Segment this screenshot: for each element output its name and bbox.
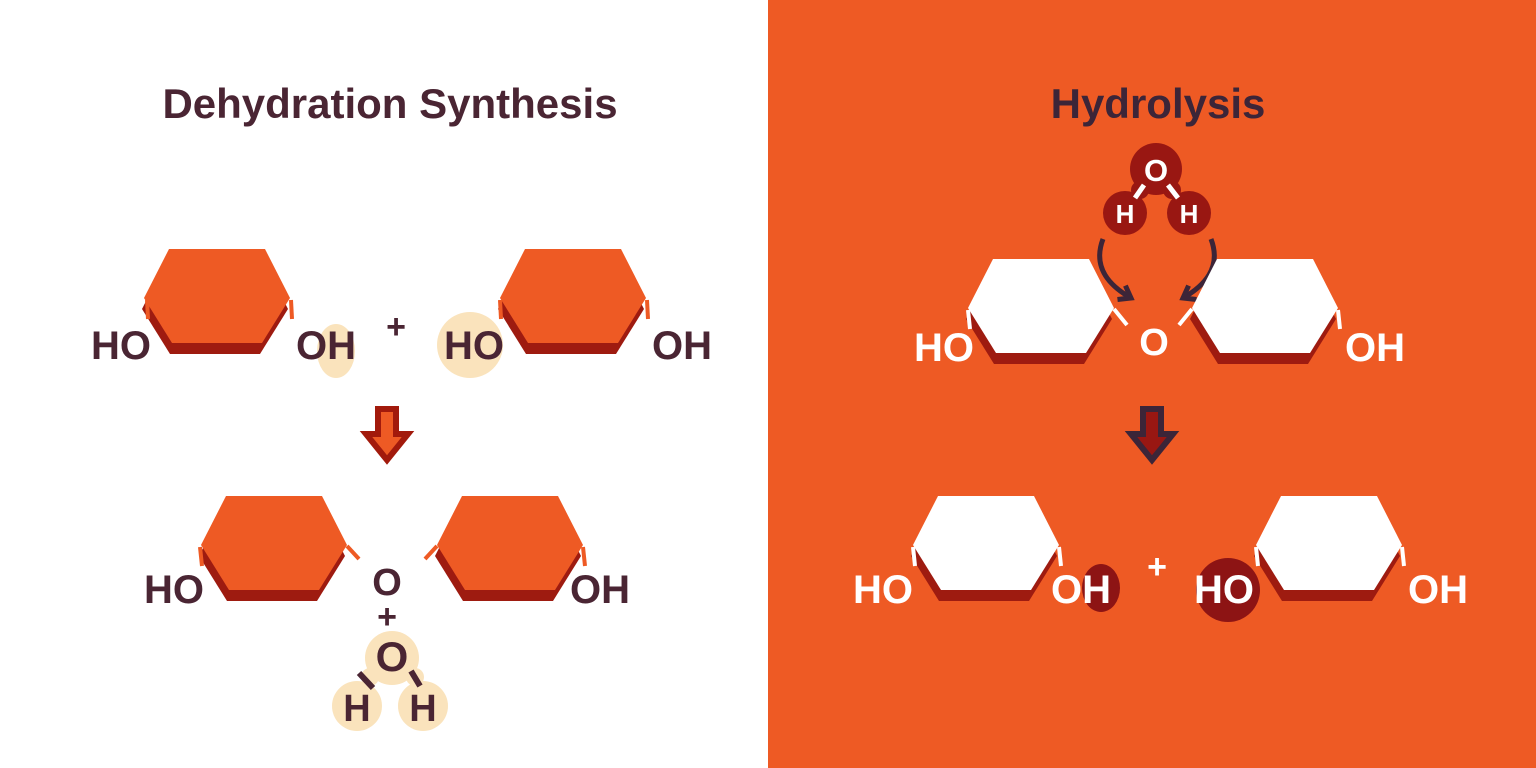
hydroxyl-highlight (317, 324, 355, 378)
monosaccharide-hexagon (966, 259, 1114, 364)
hydrogen-atom-circle (1167, 191, 1211, 235)
plus-sign: + (386, 308, 406, 346)
oxygen-atom-circle (1130, 143, 1182, 195)
bond-tick (423, 544, 439, 561)
bond-tick (1400, 546, 1406, 567)
down-arrow-icon (1124, 406, 1180, 465)
water-molecule: O H H (1103, 143, 1211, 235)
oxygen-atom-label: O (376, 633, 409, 680)
hydrogen-atom-label: H (1116, 199, 1135, 229)
hydroxyl-highlight (437, 312, 503, 378)
hydroxyl-label: OH (652, 324, 712, 368)
hydroxyl-label: HO (144, 568, 204, 612)
left-title: Dehydration Synthesis (162, 80, 617, 127)
o-h-bond (1166, 183, 1180, 200)
hydroxyl-label: HO (444, 324, 504, 368)
hydrogen-atom-label: H (1180, 199, 1199, 229)
bond-tick (966, 309, 972, 330)
monosaccharide-hexagon (199, 496, 347, 601)
hydroxyl-label: HO (91, 324, 151, 368)
plus-sign: + (377, 598, 397, 636)
hydroxyl-label: OH (296, 324, 356, 368)
left-reactants-row: HO OH + HO OH (91, 249, 712, 378)
bond-tick (645, 299, 650, 320)
curved-arrow-icon (1097, 238, 1135, 302)
hydrogen-atom-label: H (409, 688, 436, 730)
right-panel-background (768, 0, 1536, 768)
hydroxyl-label: HO (853, 568, 913, 612)
hydroxyl-label: OH (1345, 326, 1405, 370)
bond-tick (1336, 309, 1342, 330)
monosaccharide-hexagon (1254, 496, 1402, 601)
right-products-row: HO OH + HO OH (853, 496, 1468, 622)
left-products-row: HO O OH + O H H (144, 496, 630, 731)
bond-tick (1112, 307, 1129, 327)
monosaccharide-hexagon (1190, 259, 1338, 364)
curved-arrow-icon (1179, 238, 1217, 302)
bond-tick (1254, 546, 1260, 567)
hexagon-face (913, 496, 1059, 590)
hydrogen-atom-circle (398, 681, 448, 731)
hexagon-face (1192, 259, 1338, 353)
left-panel: Dehydration Synthesis HO OH + HO OH (91, 80, 712, 731)
right-reactant-row: HO O OH (914, 259, 1405, 370)
hydrogen-atom-circle (332, 681, 382, 731)
bond-tick (581, 546, 587, 567)
glycosidic-oxygen: O (1139, 322, 1169, 364)
hexagon-face (1256, 496, 1402, 590)
bond-tick (145, 299, 150, 320)
hydroxyl-label: OH (1051, 568, 1111, 612)
o-h-bond (408, 669, 423, 688)
hydrogen-atom-circle (1103, 191, 1147, 235)
bond-tick (911, 546, 917, 567)
down-arrow-icon (359, 406, 415, 465)
right-panel: Hydrolysis O H H (768, 0, 1536, 768)
bond-tick (1057, 546, 1063, 567)
hydroxyl-label: OH (1408, 568, 1468, 612)
right-title: Hydrolysis (1051, 80, 1266, 127)
plus-sign: + (1147, 548, 1167, 586)
hydroxyl-label: HO (914, 326, 974, 370)
hydroxyl-highlight (1082, 564, 1120, 612)
bond-tick (289, 299, 294, 320)
bond-tick (198, 546, 204, 567)
water-molecule: O H H (332, 631, 448, 731)
monosaccharide-hexagon (498, 249, 646, 354)
bond-tick (1177, 307, 1194, 327)
hydrogen-atom-label: H (343, 688, 370, 730)
hexagon-face (968, 259, 1114, 353)
monosaccharide-hexagon (142, 249, 290, 354)
bond-tick (345, 544, 361, 561)
oxygen-atom-label: O (1144, 153, 1168, 188)
bond-tick (498, 299, 503, 320)
hydroxyl-label: HO (1194, 568, 1254, 612)
oxygen-atom-circle (365, 631, 419, 685)
hydroxyl-label: OH (570, 568, 630, 612)
o-h-bond (1132, 183, 1147, 200)
monosaccharide-hexagon (435, 496, 583, 601)
hexagon-face (437, 496, 583, 590)
monosaccharide-hexagon (911, 496, 1059, 601)
glycosidic-oxygen: O (372, 562, 402, 604)
hydroxyl-highlight (1196, 558, 1260, 622)
hexagon-face (201, 496, 347, 590)
hexagon-face (144, 249, 290, 343)
hexagon-face (500, 249, 646, 343)
o-h-bond (356, 670, 376, 691)
